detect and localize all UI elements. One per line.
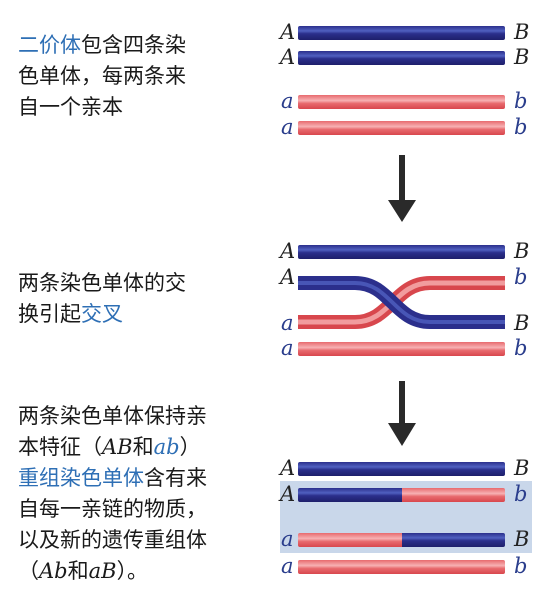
panel1-line1: 二价体包含四条染 [18, 33, 186, 57]
chromatid-red-1 [298, 95, 505, 109]
crossover-blue-strand-highlight [298, 281, 505, 324]
panel2-description: 两条染色单体的交 换引起交叉 [18, 268, 186, 330]
panel1-description: 二价体包含四条染 色单体，每两条来 自一个亲本 [18, 30, 186, 123]
label-a: a [281, 527, 294, 551]
label-b: b [514, 265, 528, 289]
parental-chromatid-ab [298, 560, 505, 574]
label-b: b [514, 336, 528, 360]
label-A: A [280, 265, 296, 289]
term-recombinant-chromatid: 重组染色单体 [18, 466, 144, 490]
panel3-description: 两条染色单体保持亲 本特征（AB和ab） 重组染色单体含有来 自每一亲链的物质，… [18, 401, 207, 587]
label-B: B [514, 20, 530, 44]
recombinant-Ab-red-segment [402, 488, 505, 502]
term-crossover: 交叉 [81, 302, 123, 326]
chromatid-blue-1 [298, 245, 505, 259]
chromatid-red-2 [298, 121, 505, 135]
chromatid-blue-2 [298, 51, 505, 65]
label-b: b [514, 115, 528, 139]
label-a: a [281, 311, 294, 335]
label-a: a [281, 115, 294, 139]
label-a: a [281, 554, 294, 578]
label-b: b [514, 482, 528, 506]
label-a: a [281, 336, 294, 360]
label-A: A [280, 45, 296, 69]
panel2-line1: 两条染色单体的交 [18, 271, 186, 295]
down-arrow-icon [388, 155, 416, 222]
label-A: A [280, 482, 296, 506]
label-B: B [514, 239, 530, 263]
label-A: A [280, 239, 296, 263]
chromatid-blue-1 [298, 26, 505, 40]
panel3-line3: 重组染色单体含有来 [18, 466, 207, 490]
panel3-line2: 本特征（AB和ab） [18, 435, 201, 459]
panel3-line4: 自每一亲链的物质， [18, 497, 207, 521]
panel3-line5: 以及新的遗传重组体 [18, 528, 207, 552]
label-B: B [514, 45, 530, 69]
recombinant-Ab-blue-segment [298, 488, 402, 502]
panel1-line3: 自一个亲本 [18, 95, 123, 119]
panel2-line2: 换引起交叉 [18, 302, 123, 326]
label-a: a [281, 89, 294, 113]
chromatid-red-2 [298, 342, 505, 356]
label-A: A [280, 456, 296, 480]
label-b: b [514, 554, 528, 578]
label-B: B [514, 527, 530, 551]
term-bivalent: 二价体 [18, 33, 81, 57]
label-B: B [514, 456, 530, 480]
recombinant-aB-red-segment [298, 533, 402, 547]
panel1-line2: 色单体，每两条来 [18, 64, 186, 88]
parental-chromatid-AB [298, 462, 505, 476]
label-A: A [280, 20, 296, 44]
recombinant-aB-blue-segment [402, 533, 505, 547]
panel3-line1: 两条染色单体保持亲 [18, 404, 207, 428]
label-B: B [514, 311, 530, 335]
down-arrow-icon [388, 381, 416, 446]
label-b: b [514, 89, 528, 113]
panel3-line6: （Ab和aB）。 [18, 559, 149, 583]
